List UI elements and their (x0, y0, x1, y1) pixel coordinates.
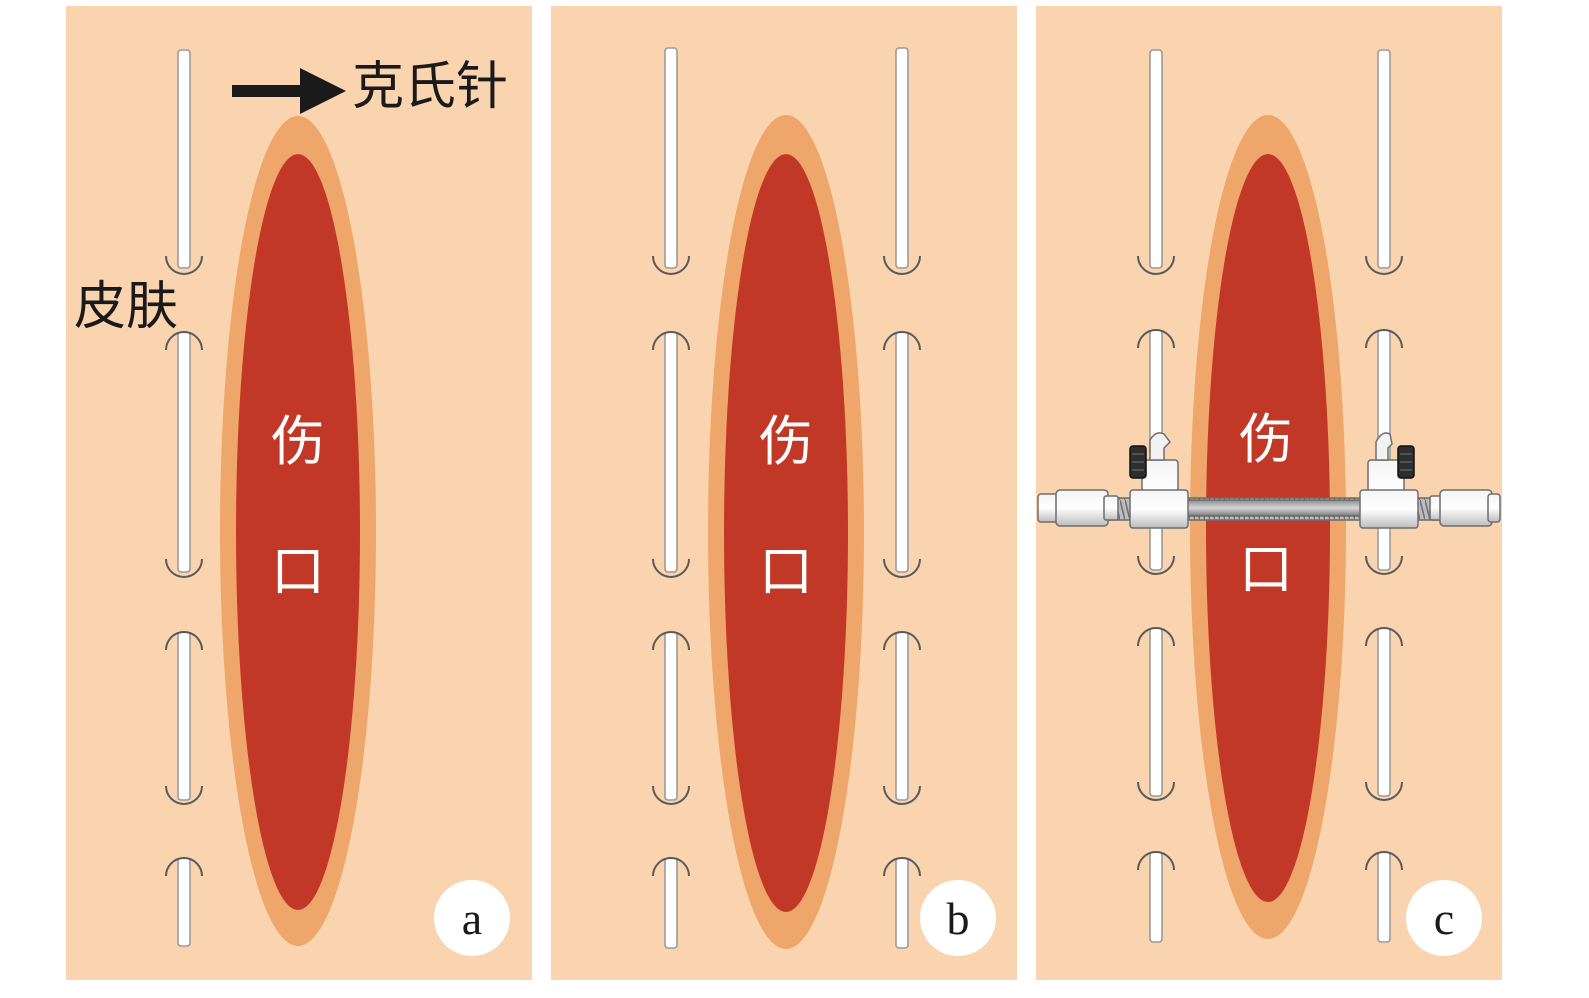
wound-bed (236, 154, 360, 910)
panel-label-circle (1406, 880, 1482, 956)
wound-label-top: 伤 (759, 410, 813, 473)
kirschner-wire-left (165, 49, 203, 947)
skin-stretching-clamp (1037, 432, 1501, 529)
end-nut-right (1429, 489, 1501, 527)
wound-bed (724, 154, 848, 912)
wire-holder-right (1359, 432, 1419, 529)
center-rod-bar (1167, 499, 1377, 517)
wound-label-bottom: 口 (1239, 538, 1293, 601)
panel-b: 伤 口 b (551, 6, 1017, 980)
panel-label-circle (920, 880, 996, 956)
panel-label: c (1434, 893, 1454, 944)
panel-label-circle (434, 880, 510, 956)
kirschner-wire-left (652, 47, 690, 949)
skin-label: 皮肤 (74, 277, 178, 337)
wound-label-top: 伤 (271, 410, 325, 473)
wire-pointer-arrow (232, 68, 346, 114)
kirschner-wire-label: 克氏针 (352, 57, 508, 117)
panel-a: 克氏针 皮肤 伤 口 a (66, 6, 532, 980)
wire-holder-left (1129, 432, 1189, 529)
end-nut-left (1037, 489, 1119, 527)
wound (220, 116, 376, 946)
wound-bed (1206, 154, 1330, 902)
wound (1190, 115, 1346, 939)
panel-c: 伤 口 (1036, 6, 1502, 980)
wound-label-top: 伤 (1239, 408, 1293, 471)
wound-label-bottom: 口 (759, 540, 813, 603)
panel-label: b (947, 893, 970, 944)
panel-label: a (462, 893, 482, 944)
wound-label-bottom: 口 (271, 540, 325, 603)
kirschner-wire-right (883, 47, 921, 949)
wound (708, 115, 864, 949)
